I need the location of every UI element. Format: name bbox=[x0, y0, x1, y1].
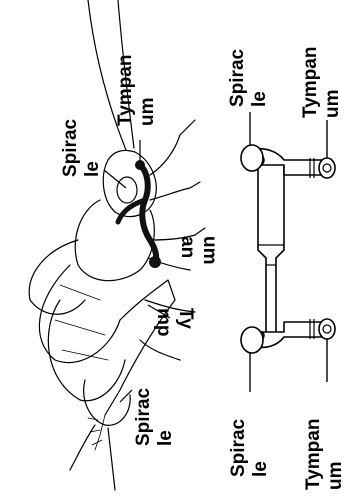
schematic-spiracle-top bbox=[241, 145, 263, 171]
trachea-schematic bbox=[241, 145, 335, 353]
label-cricket-spiracle: Spirac le bbox=[60, 119, 104, 177]
label-schematic-spiracle-top: Spirac le bbox=[227, 49, 271, 107]
cricket-wing bbox=[29, 240, 85, 314]
cricket-pointers bbox=[104, 140, 170, 402]
schematic-main-tube bbox=[258, 165, 284, 340]
schematic-tympanum-top bbox=[319, 158, 335, 178]
label-schematic-tympanum-top: Tympan um bbox=[300, 47, 344, 118]
cricket-front-leg bbox=[150, 182, 200, 200]
schematic-tympanum-bottom bbox=[319, 319, 335, 339]
cricket-eye bbox=[117, 177, 137, 203]
cricket-front-leg bbox=[150, 120, 195, 175]
label-cricket-tympanum-fragment-a: um an bbox=[176, 236, 220, 265]
label-cricket-tympanum-fragment-b: Ty mp bbox=[152, 308, 196, 337]
cricket-wing bbox=[48, 300, 125, 401]
cricket-cercus bbox=[108, 428, 115, 490]
label-schematic-tympanum-bottom: Tympan um bbox=[303, 419, 347, 490]
label-cricket-tympanum: Tympan um bbox=[115, 55, 159, 126]
cricket-trachea bbox=[140, 165, 156, 265]
schematic-spiracle-bottom bbox=[241, 327, 263, 353]
label-cricket-spiracle-lower: Spirac le bbox=[133, 388, 177, 446]
label-schematic-spiracle-bottom: Spirac le bbox=[228, 419, 272, 477]
